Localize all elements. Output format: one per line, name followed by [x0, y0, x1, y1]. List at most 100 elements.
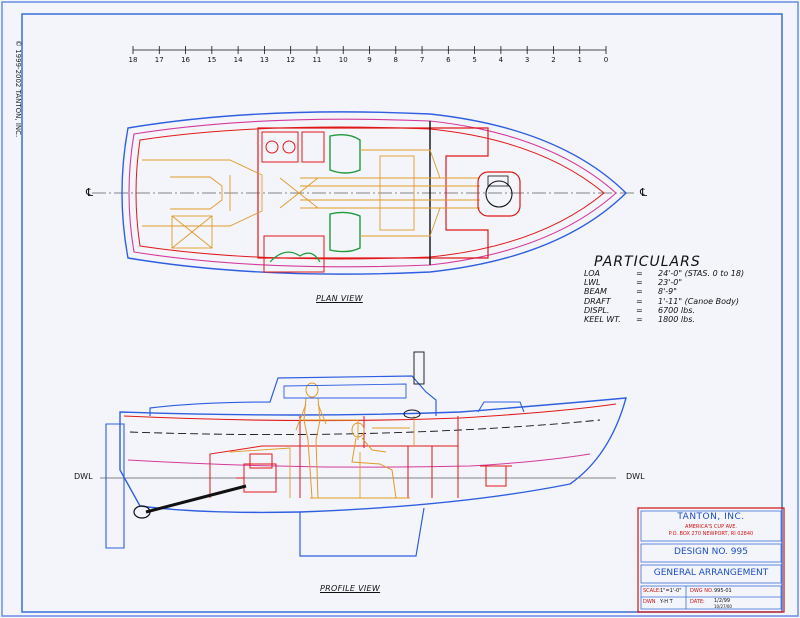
tb-dwn-label: DWN: [643, 599, 656, 605]
particulars-key: KEEL WT.: [584, 315, 621, 324]
scale-label: 15: [207, 56, 217, 64]
particulars-value: 6700 lbs.: [658, 305, 695, 315]
dwl-label-aft: DWL: [74, 472, 93, 481]
particulars-value: 8'-9": [658, 287, 677, 297]
profile-sheer: [123, 403, 617, 422]
plan-sheer-line: [128, 118, 617, 268]
particulars-eq: =: [636, 315, 643, 324]
propeller-shaft: [145, 484, 247, 514]
scale-label: 18: [128, 56, 138, 64]
scale-label: 12: [286, 56, 296, 64]
standing-figure: [295, 382, 327, 499]
seated-figure: [351, 422, 397, 499]
scale-label: 17: [154, 56, 164, 64]
copyright-notice: © 1999-2002 TANTON, INC.: [8, 40, 22, 170]
tb-dwn-value: Y-H T: [660, 599, 673, 605]
profile-keel: [299, 507, 425, 557]
centerline-symbol-aft: ℄: [86, 186, 94, 199]
profile-interior-orange: [229, 416, 415, 499]
profile-cabin-house: [149, 375, 437, 416]
particulars-title: PARTICULARS: [594, 254, 701, 270]
plan-hull-outline: [121, 111, 627, 275]
tb-company: TANTON, INC.: [677, 512, 745, 522]
profile-view: [100, 351, 627, 557]
tb-drawing-title: GENERAL ARRANGEMENT: [653, 568, 769, 578]
particulars-key: BEAM: [584, 287, 607, 297]
plan-view: [92, 111, 636, 275]
porthole-icon: [403, 409, 421, 419]
scale-label: 14: [233, 56, 243, 64]
galley-sink: [301, 131, 325, 163]
tb-scale-label: SCALE:: [643, 588, 661, 594]
scale-label: 0: [603, 56, 609, 64]
scale-label: 2: [551, 56, 556, 64]
scale-label: 16: [181, 56, 190, 64]
profile-smokestack: [413, 351, 425, 385]
tb-scale-value: 1"=1'-0": [660, 588, 682, 594]
scale-label: 9: [367, 56, 372, 64]
profile-windows: [283, 383, 407, 399]
scale-label: 5: [472, 56, 477, 64]
dwl-label-fwd: DWL: [626, 472, 645, 481]
plan-seat-port: [329, 133, 361, 174]
tb-date-label: DATE:: [690, 599, 705, 605]
profile-hull-outline: [119, 397, 627, 514]
particulars-key: DISPL.: [584, 305, 610, 315]
tb-dwg-no-label: DWG NO.: [690, 588, 714, 594]
plan-green-detail: [269, 251, 321, 263]
tb-dwg-no-value: 995-01: [714, 588, 732, 594]
scale-label: 7: [419, 56, 425, 64]
particulars-value: 23'-0": [658, 278, 683, 288]
tb-address2: P.O. BOX 270 NEWPORT, RI 02840: [668, 531, 754, 537]
tb-address1: AMERICA'S CUP AVE.: [685, 524, 737, 530]
stove-burner-icon: [282, 140, 296, 154]
scale-label: 6: [446, 56, 451, 64]
profile-engine: [236, 453, 277, 493]
inner-border: [21, 13, 783, 613]
title-block: [637, 507, 785, 613]
tb-date-value-2: 10/27/00: [714, 604, 732, 609]
particulars-eq: =: [636, 296, 643, 306]
plan-chart-table: [263, 235, 325, 273]
profile-rudder: [105, 423, 125, 549]
scale-label: 1: [577, 56, 582, 64]
forward-hatch: [477, 171, 521, 217]
particulars-eq: =: [636, 287, 643, 297]
particulars-value: 1'-11" (Canoe Body): [658, 296, 739, 306]
station-scale-bar: [132, 46, 607, 54]
scale-label: 13: [259, 56, 269, 64]
particulars-value: 24'-0" (STAS. 0 to 18): [658, 269, 745, 278]
tb-date-value: 1/2/99: [714, 598, 731, 604]
profile-magenta-line: [127, 453, 591, 468]
propeller-icon: [133, 505, 151, 519]
profile-dashed-line: [129, 419, 601, 436]
scale-label: 11: [312, 56, 322, 64]
particulars-eq: =: [636, 278, 643, 288]
particulars-key: LOA: [584, 269, 600, 278]
mast-step-icon: [485, 180, 513, 208]
particulars-eq: =: [636, 269, 643, 278]
profile-interior-red: [209, 416, 512, 498]
centerline-symbol-fwd: ℄: [640, 186, 648, 199]
profile-forward-hatch: [477, 401, 525, 413]
tb-design-number: DESIGN NO. 995: [674, 547, 748, 557]
plan-seat-stbd: [329, 211, 361, 253]
scale-label: 8: [393, 56, 398, 64]
plan-interior-layout: [142, 149, 480, 249]
scale-label: 10: [338, 56, 348, 64]
plan-deck-edge: [135, 126, 605, 260]
galley-stove: [261, 131, 299, 163]
scale-label: 4: [498, 56, 504, 64]
scale-label: 3: [524, 56, 530, 64]
stove-burner-icon: [265, 140, 279, 154]
particulars-key: LWL: [584, 278, 601, 288]
plan-view-label: PLAN VIEW: [316, 294, 363, 303]
particulars-value: 1800 lbs.: [658, 315, 695, 324]
particulars-key: DRAFT: [584, 296, 611, 306]
particulars-eq: =: [636, 305, 643, 315]
profile-view-label: PROFILE VIEW: [320, 584, 381, 593]
plan-cabin-trunk: [257, 127, 489, 259]
